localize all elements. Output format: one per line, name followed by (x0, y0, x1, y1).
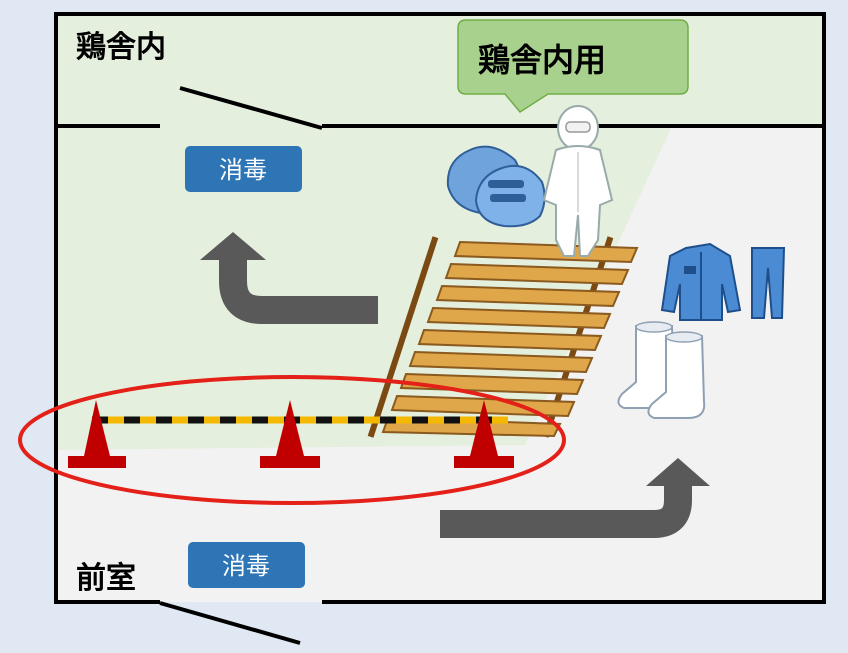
disinfect-bottom-label: 消毒 (222, 552, 270, 580)
arrow-up-right-icon (440, 458, 710, 538)
front-room-label: 前室 (76, 561, 136, 596)
inner-area-floor (56, 14, 824, 126)
barrier-highlight-circle (18, 375, 566, 505)
inner-use-callout: 鶏舎内用 (457, 19, 689, 113)
work-clothes-icon (660, 242, 786, 321)
traffic-cone-icon (454, 400, 514, 468)
disinfect-top-label: 消毒 (219, 156, 267, 184)
disinfect-badge-bottom: 消毒 (188, 542, 305, 588)
shoes-icon (446, 145, 546, 228)
inner-area-label: 鶏舎内 (76, 30, 166, 65)
traffic-cone-icon (260, 400, 320, 468)
disinfect-badge-top: 消毒 (185, 146, 302, 192)
traffic-cone-icon (68, 400, 126, 468)
protective-suit-icon (542, 105, 614, 257)
inner-use-label: 鶏舎内用 (478, 41, 606, 79)
arrow-up-left-icon (200, 232, 378, 324)
rubber-boots-icon (617, 321, 706, 419)
